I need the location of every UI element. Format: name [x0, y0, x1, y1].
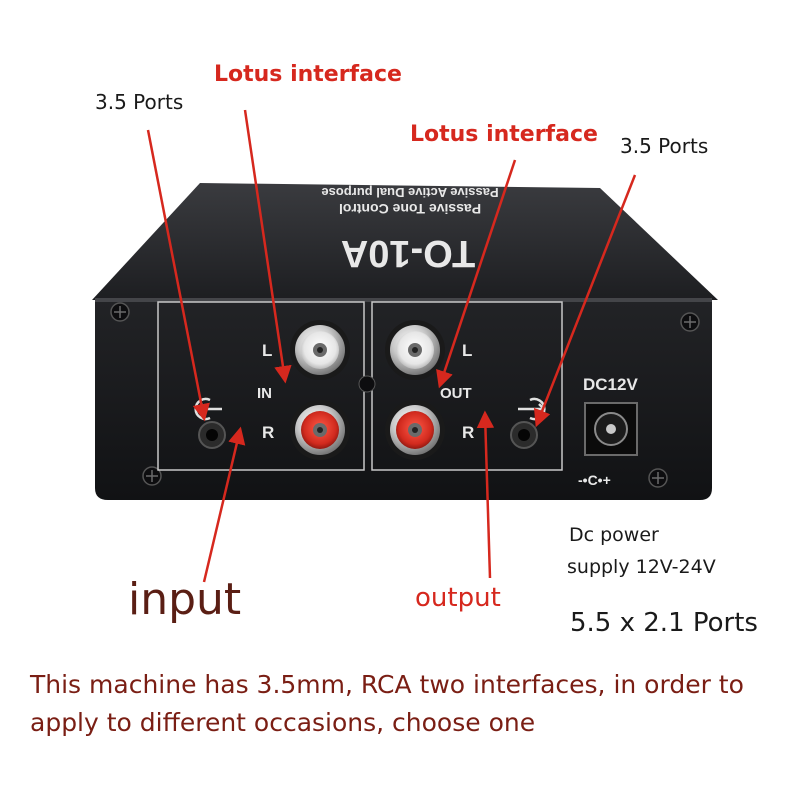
jack-35mm-input — [198, 421, 226, 449]
dc-power-line2: supply 12V-24V — [567, 556, 716, 578]
panel-subtitle-1: Passive Tone Control — [339, 201, 481, 217]
jack-35mm-output — [510, 421, 538, 449]
rca-jack-in-l — [290, 320, 350, 380]
in-l-label: L — [262, 341, 272, 360]
input-label: input — [128, 574, 242, 625]
center-screw-icon — [358, 375, 376, 393]
out-l-label: L — [462, 341, 472, 360]
lotus-interface-left-label: Lotus interface — [214, 62, 402, 87]
in-r-label: R — [262, 423, 274, 442]
dc-power-jack — [584, 402, 638, 456]
dc-size-label: 5.5 x 2.1 Ports — [570, 608, 758, 638]
polarity-label: -•C•+ — [578, 472, 611, 488]
rca-jack-in-r — [290, 400, 350, 460]
dc-power-line1: Dc power — [569, 524, 659, 546]
rca-jack-out-l — [385, 320, 445, 380]
rca-jack-out-r — [385, 400, 445, 460]
port-left-label: 3.5 Ports — [95, 90, 184, 114]
device-front-face — [95, 300, 712, 500]
in-label: IN — [257, 385, 272, 402]
device-top-face — [92, 183, 718, 300]
callout-arrows — [146, 109, 637, 583]
device-edge — [95, 298, 712, 302]
lotus-interface-right-label: Lotus interface — [410, 122, 598, 147]
panel-subtitle-2: Passive Active Dual purpose — [321, 185, 498, 200]
port-right-label: 3.5 Ports — [620, 134, 709, 158]
out-label: OUT — [440, 385, 472, 402]
description-line1: This machine has 3.5mm, RCA two interfac… — [30, 670, 744, 699]
description-line2: apply to different occasions, choose one — [30, 708, 536, 737]
model-label: TO-10A — [341, 232, 475, 274]
dc-label: DC12V — [583, 375, 638, 394]
output-label: output — [415, 583, 501, 613]
out-r-label: R — [462, 423, 474, 442]
